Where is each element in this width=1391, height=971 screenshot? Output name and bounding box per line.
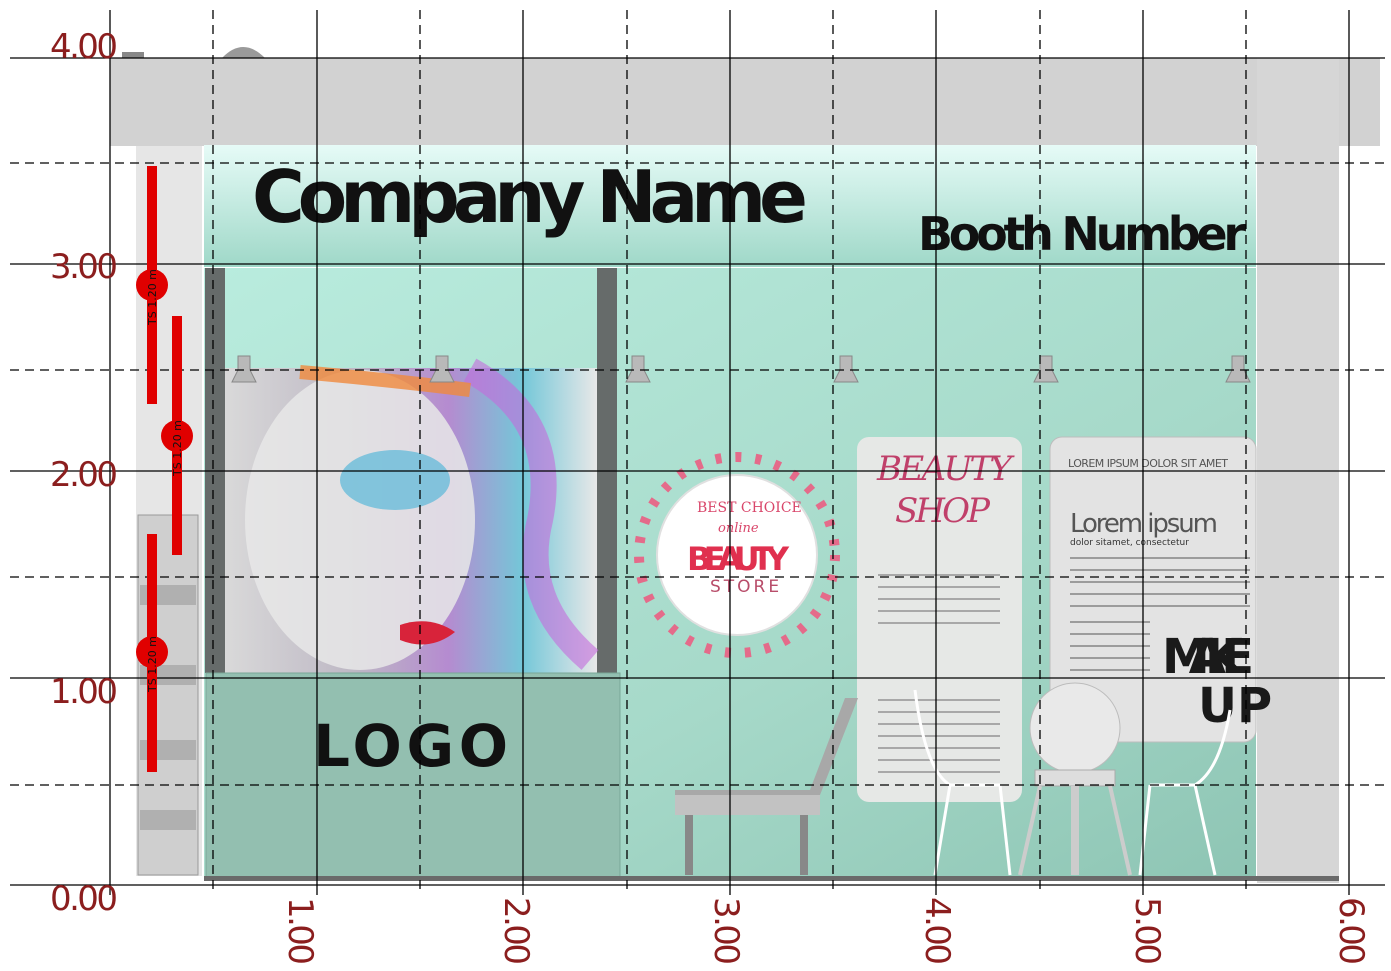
booth-number: Booth Number [918, 207, 1246, 261]
axis-labels: 0.00 1.00 2.00 3.00 4.00 1.00 2.00 3.00 4.00 5.00… [50, 27, 1371, 965]
y-tick-label: 3.00 [50, 247, 118, 287]
y-tick-label: 0.00 [50, 879, 118, 919]
bench [675, 698, 858, 875]
beauty-store-line4: STORE [710, 577, 782, 597]
x-tick-label: 3.00 [706, 897, 746, 965]
x-tick-label: 5.00 [1127, 897, 1167, 965]
counter-logo: LOGO [313, 712, 508, 780]
beauty-shop-body-lines [878, 574, 1000, 773]
measurement-grid [10, 10, 1385, 895]
makeup-poster-title: Lorem ipsum [1070, 509, 1218, 539]
beauty-shop-poster: BEAUTY SHOP [857, 437, 1022, 802]
y-tick-label: 1.00 [50, 672, 118, 712]
chair-left [913, 689, 1012, 876]
measurement-bar: TS 1.20 m [136, 166, 168, 404]
counter [205, 672, 621, 879]
measurement-label: TS 1.20 m [171, 420, 184, 477]
makeup-poster-subtitle: dolor sitamet, consectetur [1070, 538, 1189, 548]
measurement-label: TS 1.20 m [146, 636, 159, 693]
beauty-store-line2: online [718, 521, 759, 536]
measurement-label: TS 1.20 m [146, 269, 159, 326]
truss-dome [222, 47, 265, 58]
x-tick-label: 4.00 [917, 897, 957, 965]
x-tick-label: 2.00 [496, 897, 536, 965]
company-name: Company Name [252, 155, 808, 239]
makeup-poster: LOREM IPSUM DOLOR SIT AMET Lorem ipsum d… [1049, 436, 1272, 743]
beauty-store-line1: BEST CHOICE [697, 500, 802, 516]
measurement-bar: TS 1.20 m [136, 534, 168, 772]
y-tick-label: 4.00 [50, 27, 118, 67]
truss-cap [122, 52, 144, 58]
beauty-shop-title1: BEAUTY [876, 449, 1016, 489]
beauty-shop-title2: SHOP [895, 491, 991, 531]
beauty-store-graphic: BEST CHOICE online BEAUTY STORE [634, 452, 840, 658]
makeup-poster-top: LOREM IPSUM DOLOR SIT AMET [1068, 457, 1228, 470]
makeup-poster-big2: UP [1198, 678, 1272, 734]
x-tick-label: 6.00 [1331, 897, 1371, 965]
beauty-store-line3: BEAUTY [687, 540, 790, 578]
truss-measurements: TS 1.20 m TS 1.20 m TS 1.20 m [136, 166, 193, 772]
floor-line [204, 876, 1339, 881]
makeup-poster-body-lines [1070, 557, 1250, 671]
x-tick-label: 1.00 [280, 897, 320, 965]
face-graphic [225, 358, 599, 673]
round-stool [1018, 682, 1132, 876]
y-tick-label: 2.00 [50, 455, 118, 495]
measurement-bar: TS 1.20 m [161, 316, 193, 555]
makeup-poster-big1: MAKE [1162, 629, 1254, 685]
top-truss [110, 58, 1380, 146]
